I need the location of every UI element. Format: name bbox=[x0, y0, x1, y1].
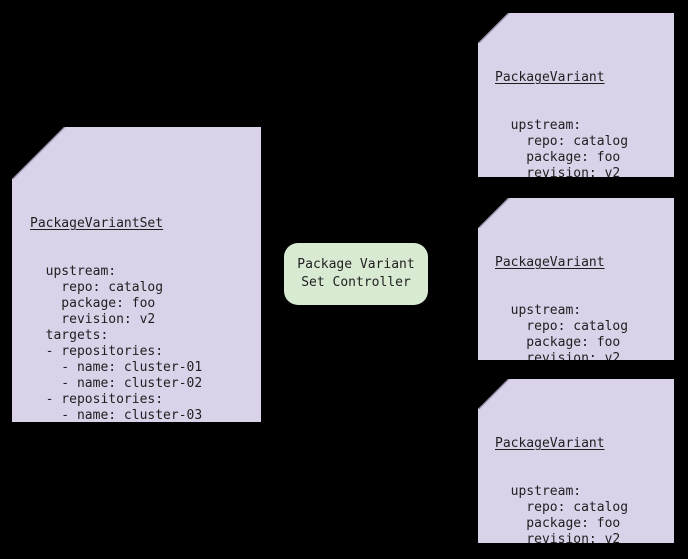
package-variant-set-title: PackageVariantSet bbox=[30, 216, 164, 231]
node-title-line: PackageVariantSet bbox=[30, 216, 202, 232]
package-variant-3-text: PackageVariant upstream: repo: catalog p… bbox=[495, 404, 652, 559]
package-variant-1-title: PackageVariant bbox=[495, 70, 605, 85]
package-variant-node-1: PackageVariant upstream: repo: catalog p… bbox=[478, 13, 674, 177]
package-variant-2-text: PackageVariant upstream: repo: catalog p… bbox=[495, 223, 652, 382]
node-title-line: PackageVariant bbox=[495, 255, 652, 271]
package-variant-3-yaml: upstream: repo: catalog package: foo rev… bbox=[510, 484, 629, 559]
controller-node: Package Variant Set Controller bbox=[284, 243, 428, 305]
node-title-line: PackageVariant bbox=[495, 436, 652, 452]
package-variant-set-yaml: upstream: repo: catalog package: foo rev… bbox=[45, 264, 203, 471]
controller-label: Package Variant Set Controller bbox=[297, 257, 415, 290]
package-variant-set-text: PackageVariantSet upstream: repo: catalo… bbox=[30, 184, 203, 471]
package-variant-node-3: PackageVariant upstream: repo: catalog p… bbox=[478, 379, 674, 543]
package-variant-set-node: PackageVariantSet upstream: repo: catalo… bbox=[12, 127, 261, 422]
package-variant-node-2: PackageVariant upstream: repo: catalog p… bbox=[478, 198, 674, 360]
package-variant-2-title: PackageVariant bbox=[495, 255, 605, 270]
package-variant-2-yaml: upstream: repo: catalog package: foo rev… bbox=[510, 303, 629, 382]
package-variant-1-text: PackageVariant upstream: repo: catalog p… bbox=[495, 38, 652, 197]
package-variant-1-yaml: upstream: repo: catalog package: foo rev… bbox=[510, 118, 629, 197]
node-title-line: PackageVariant bbox=[495, 70, 652, 86]
package-variant-3-title: PackageVariant bbox=[495, 436, 605, 451]
